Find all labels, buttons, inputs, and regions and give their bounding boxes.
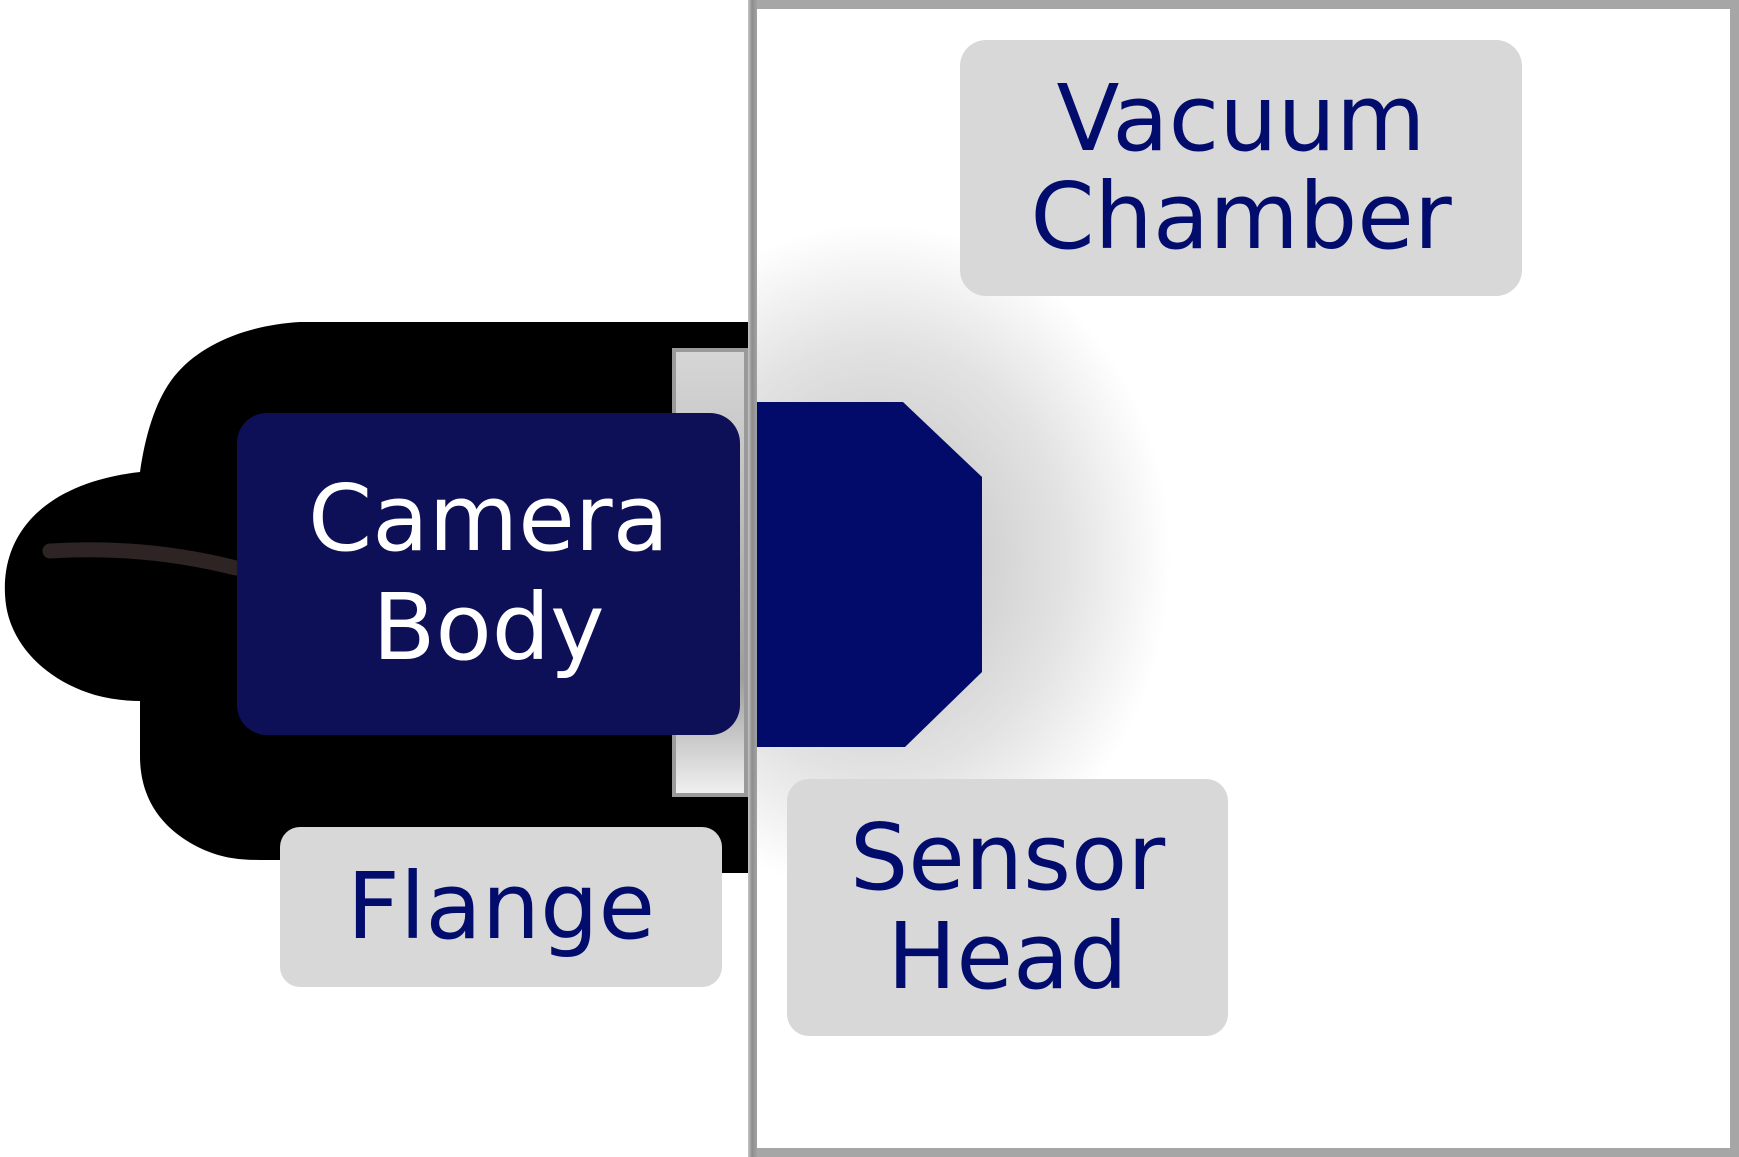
flange-label: Flange <box>280 827 722 987</box>
camera-body-box: Camera Body <box>237 413 740 735</box>
chamber-wall <box>748 0 757 1157</box>
vacuum-chamber-label-text: Vacuum Chamber <box>1030 64 1452 270</box>
sensor-head-shape <box>757 402 982 747</box>
flange-label-text: Flange <box>346 852 656 960</box>
sensor-head-label: Sensor Head <box>787 779 1228 1036</box>
vacuum-chamber-label: Vacuum Chamber <box>960 40 1522 296</box>
camera-body-label: Camera Body <box>307 465 670 681</box>
camera-cable <box>42 542 244 576</box>
sensor-head-label-text: Sensor Head <box>849 804 1166 1010</box>
